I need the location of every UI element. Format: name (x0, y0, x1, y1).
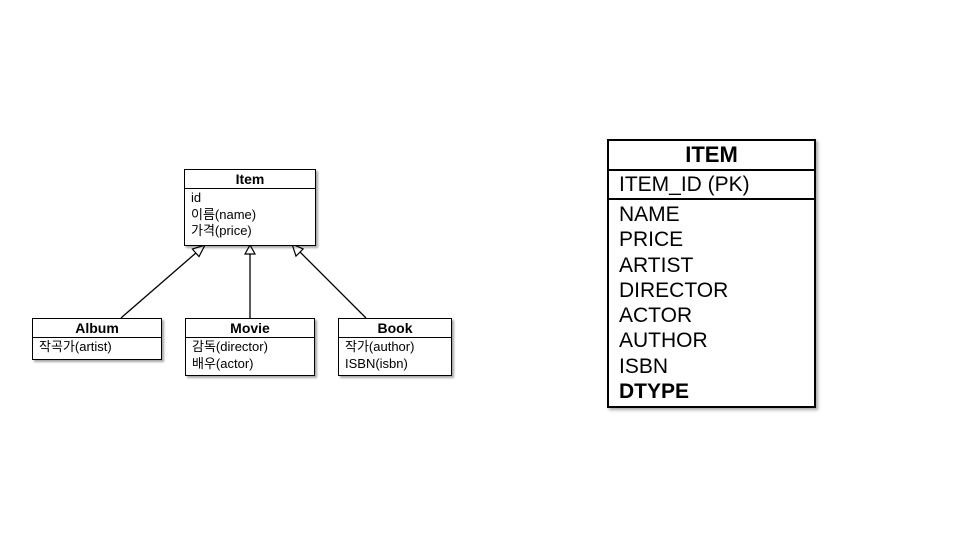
table-column-author: AUTHOR (619, 329, 708, 353)
book-attribute-author: 작가(author) (345, 339, 415, 354)
movie-attribute-actor: 배우(actor) (192, 355, 254, 371)
table-column-actor: ACTOR (619, 304, 693, 328)
movie-attribute-director: 감독(director) (192, 339, 268, 354)
movie-class-attributes: 감독(director) 배우(actor) (186, 338, 314, 372)
album-class: Album 작곡가(artist) (32, 318, 162, 360)
album-inheritance-line (120, 251, 198, 319)
item-class: Item id 이름(name) 가격(price) (184, 169, 316, 246)
item-attribute-id: id (191, 190, 202, 205)
album-class-name: Album (33, 319, 161, 338)
table-column-dtype: DTYPE (619, 380, 690, 404)
book-class: Book 작가(author) ISBN(isbn) (338, 318, 452, 376)
item-class-name: Item (185, 170, 315, 189)
album-class-attributes: 작곡가(artist) (33, 338, 161, 356)
book-class-attributes: 작가(author) ISBN(isbn) (339, 338, 451, 372)
table-column-isbn: ISBN (619, 354, 669, 378)
table-name: ITEM (609, 141, 814, 171)
movie-inheritance-arrowhead (243, 243, 257, 255)
table-column-director: DIRECTOR (619, 278, 729, 302)
table-columns: NAME PRICE ARTIST DIRECTOR ACTOR AUTHOR … (609, 200, 814, 406)
album-attribute-artist: 작곡가(artist) (39, 339, 112, 354)
table-column-artist: ARTIST (619, 253, 694, 277)
item-table-entity: ITEM ITEM_ID (PK) NAME PRICE ARTIST DIRE… (607, 139, 816, 409)
table-column-price: PRICE (619, 228, 684, 252)
book-inheritance-line (298, 250, 367, 319)
item-attribute-name: 이름(name) (191, 206, 257, 222)
book-inheritance-arrowhead (291, 242, 305, 258)
movie-class: Movie 감독(director) 배우(actor) (185, 318, 315, 376)
item-class-attributes: id 이름(name) 가격(price) (185, 189, 315, 240)
table-primary-key: ITEM_ID (PK) (609, 171, 814, 200)
album-inheritance-arrowhead (191, 243, 207, 258)
book-attribute-isbn: ISBN(isbn) (345, 355, 408, 371)
movie-class-name: Movie (186, 319, 314, 338)
table-column-name: NAME (619, 203, 680, 226)
item-attribute-price: 가격(price) (191, 223, 252, 238)
book-class-name: Book (339, 319, 451, 338)
